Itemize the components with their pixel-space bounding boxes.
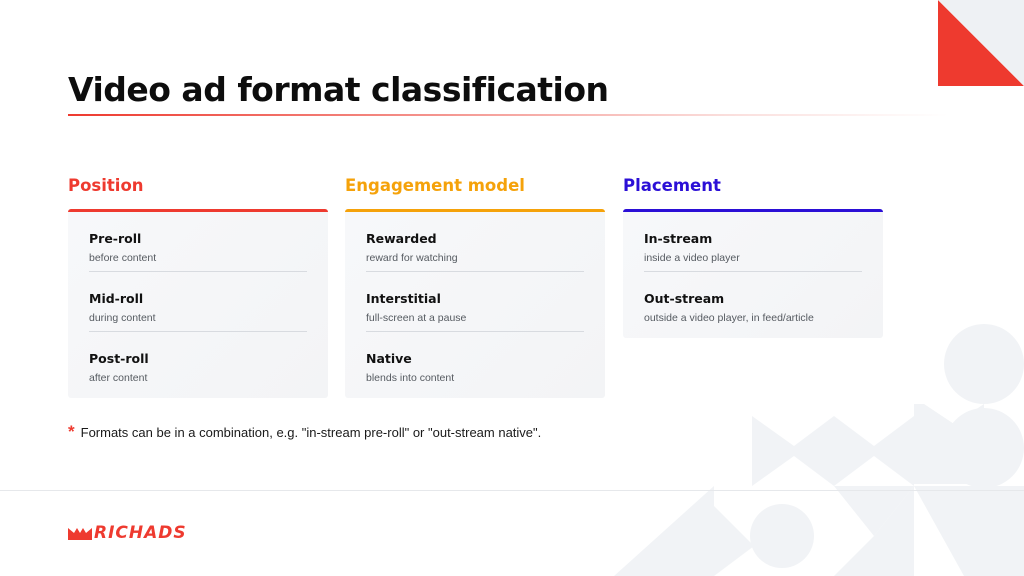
item-title: Interstitial xyxy=(366,291,441,306)
item-title: Rewarded xyxy=(366,231,437,246)
column-heading: Position xyxy=(68,176,144,195)
title-underline xyxy=(68,114,948,116)
column-engagement-model: Engagement model Rewarded reward for wat… xyxy=(345,175,605,398)
list-item: In-stream inside a video player xyxy=(644,212,862,272)
footer-divider xyxy=(0,490,1024,491)
item-description: outside a video player, in feed/article xyxy=(644,312,814,324)
item-title: Mid-roll xyxy=(89,291,144,306)
asterisk-marker: * xyxy=(68,422,75,441)
footnote-text: Formats can be in a combination, e.g. "i… xyxy=(80,425,542,440)
item-description: full-screen at a pause xyxy=(366,312,467,324)
item-description: after content xyxy=(89,372,148,384)
item-title: Native xyxy=(366,351,412,366)
background-shapes-decoration xyxy=(614,324,1024,576)
item-description: reward for watching xyxy=(366,252,458,264)
format-card: In-stream inside a video player Out-stre… xyxy=(623,209,883,338)
logo-text: RICHADS xyxy=(94,523,187,543)
item-title: Pre-roll xyxy=(89,231,142,246)
item-description: inside a video player xyxy=(644,252,740,264)
crown-logo-icon xyxy=(68,528,92,540)
format-card: Rewarded reward for watching Interstitia… xyxy=(345,209,605,398)
list-item: Out-stream outside a video player, in fe… xyxy=(644,272,862,338)
item-title: Out-stream xyxy=(644,291,725,306)
item-description: before content xyxy=(89,252,157,264)
item-description: during content xyxy=(89,312,156,324)
list-item: Interstitial full-screen at a pause xyxy=(366,272,584,332)
brand-logo: RICHADS xyxy=(68,523,187,543)
list-item: Native blends into content xyxy=(366,332,584,398)
column-placement: Placement In-stream inside a video playe… xyxy=(623,175,883,338)
column-heading: Engagement model xyxy=(345,176,525,195)
list-item: Rewarded reward for watching xyxy=(366,212,584,272)
list-item: Pre-roll before content xyxy=(89,212,307,272)
item-description: blends into content xyxy=(366,372,455,384)
item-title: In-stream xyxy=(644,231,713,246)
page-title: Video ad format classification xyxy=(68,70,609,109)
format-card: Pre-roll before content Mid-roll during … xyxy=(68,209,328,398)
column-position: Position Pre-roll before content Mid-rol… xyxy=(68,175,328,398)
list-item: Mid-roll during content xyxy=(89,272,307,332)
item-title: Post-roll xyxy=(89,351,149,366)
column-heading: Placement xyxy=(623,176,721,195)
corner-triangle-decoration xyxy=(938,0,1024,86)
list-item: Post-roll after content xyxy=(89,332,307,398)
footnote: * Formats can be in a combination, e.g. … xyxy=(68,422,541,442)
